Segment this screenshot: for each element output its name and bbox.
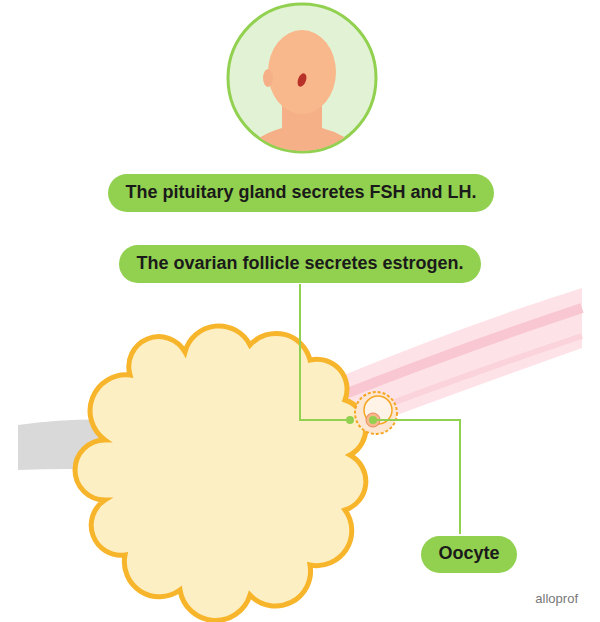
label-text: The pituitary gland secretes FSH and LH. bbox=[125, 182, 476, 204]
leader-line bbox=[300, 284, 347, 420]
ovary bbox=[75, 326, 366, 621]
label-pill: The pituitary gland secretes FSH and LH. bbox=[108, 174, 494, 212]
head-silhouette bbox=[235, 30, 370, 160]
fallopian-tube bbox=[320, 288, 582, 440]
leader-dot bbox=[369, 416, 377, 424]
watermark: alloprof bbox=[535, 591, 578, 606]
label-pill: Oocyte bbox=[421, 536, 517, 573]
label-pill: The ovarian follicle secretes estrogen. bbox=[119, 245, 481, 283]
pituitary-gland bbox=[296, 72, 308, 88]
ovarian-follicle bbox=[355, 392, 397, 434]
leader-line bbox=[376, 420, 460, 534]
label-text: Oocyte bbox=[438, 543, 499, 565]
leader-dot bbox=[346, 416, 354, 424]
label-text: The ovarian follicle secretes estrogen. bbox=[136, 253, 463, 275]
